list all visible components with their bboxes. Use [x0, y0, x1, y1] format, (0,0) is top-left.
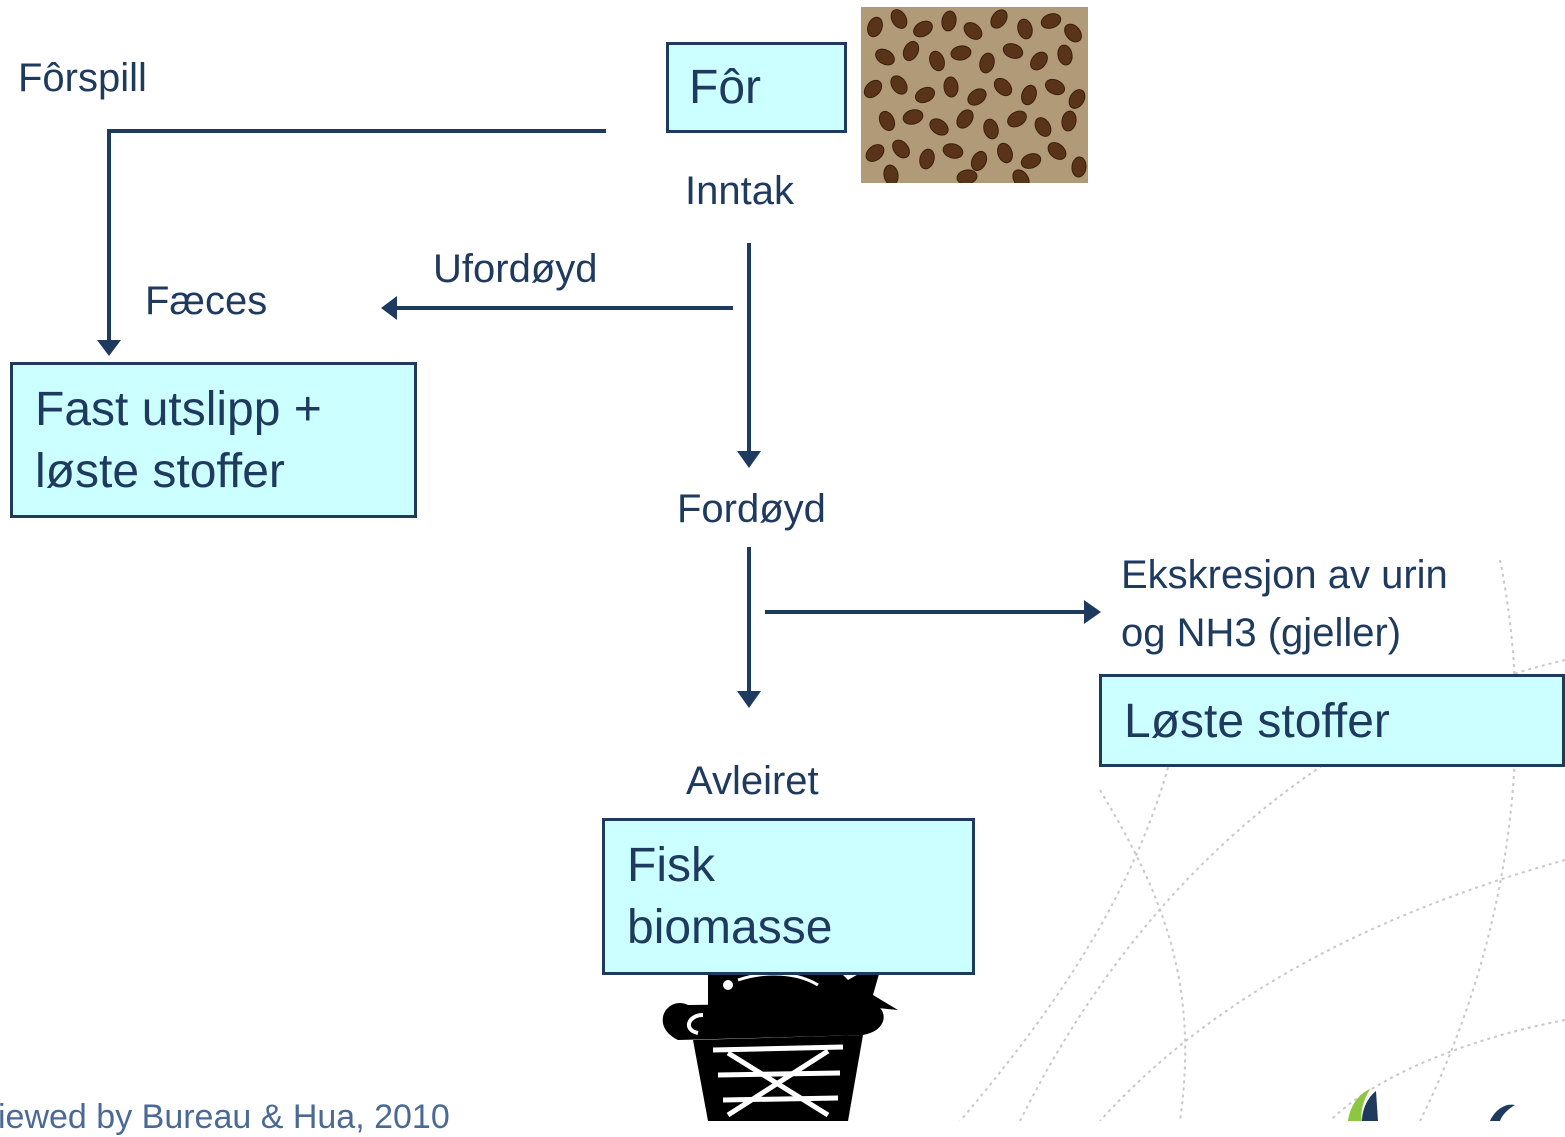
forspill-connector	[107, 129, 606, 340]
arrowhead-to-fast	[97, 340, 121, 356]
fast-utslipp-line1: Fast utslipp +	[35, 383, 322, 436]
forspill-label: Fôrspill	[18, 56, 147, 100]
citation-footer: iewed by Bureau & Hua, 2010	[0, 1098, 450, 1136]
faeces-label: Fæces	[145, 279, 268, 323]
for-box-label: Fôr	[689, 61, 761, 114]
logo	[1348, 1089, 1515, 1121]
fast-utslipp-box: Fast utslipp + løste stoffer	[10, 362, 417, 518]
arrowhead-to-fordoyd	[737, 451, 761, 468]
for-box: Fôr	[666, 42, 847, 133]
loste-stoffer-label: Løste stoffer	[1124, 695, 1390, 748]
loste-stoffer-box: Løste stoffer	[1099, 674, 1565, 767]
ufordoyd-label: Ufordøyd	[433, 247, 598, 291]
decorative-background-lines	[959, 560, 1565, 1121]
fisk-biomasse-box: Fisk biomasse	[602, 818, 975, 975]
arrowhead-to-faeces	[381, 296, 397, 320]
ekskresjon-label-line1: Ekskresjon av urin	[1121, 553, 1448, 597]
arrowhead-to-avleiret	[737, 691, 761, 708]
arrowhead-to-ekskresjon	[1084, 600, 1101, 624]
avleiret-label: Avleiret	[686, 759, 819, 803]
fisk-biomasse-line1: Fisk	[627, 839, 715, 892]
feed-pellets-image	[861, 7, 1088, 183]
ekskresjon-label-line2: og NH3 (gjeller)	[1121, 611, 1402, 655]
fisk-biomasse-line2: biomasse	[627, 901, 833, 955]
inntak-label: Inntak	[685, 169, 794, 213]
fast-utslipp-line2: løste stoffer	[35, 445, 285, 499]
fordoyd-label: Fordøyd	[677, 487, 826, 531]
fish-basket-clipart	[662, 935, 898, 1121]
